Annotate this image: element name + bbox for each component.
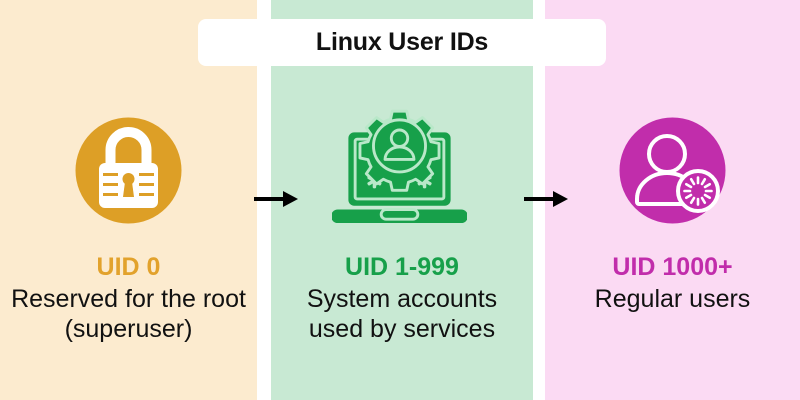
uid-system-description: System accounts used by services	[306, 285, 498, 343]
icon-root-wrapper	[61, 103, 196, 238]
page-title: Linux User IDs	[315, 28, 489, 56]
title-banner: Linux User IDs	[198, 19, 606, 66]
uid-root-description: Reserved for the root (superuser)	[11, 285, 246, 343]
laptop-gear-user-icon	[332, 109, 467, 224]
uid-system-heading: UID 1-999	[345, 253, 459, 281]
arrow-system-to-regular	[523, 188, 569, 210]
icon-system-wrapper	[332, 103, 467, 238]
padlock-icon	[75, 117, 182, 224]
gear-icon	[358, 109, 441, 192]
uid-regular-heading: UID 1000+	[612, 253, 733, 281]
user-settings-icon	[619, 117, 726, 224]
uid-root-heading: UID 0	[96, 253, 161, 281]
arrow-root-to-system	[253, 188, 299, 210]
uid-regular-description: Regular users	[594, 285, 751, 313]
text-block-regular: UID 1000+ Regular users	[545, 252, 800, 314]
text-block-system: UID 1-999 System accounts used by servic…	[271, 252, 533, 344]
text-block-root: UID 0 Reserved for the root (superuser)	[0, 252, 257, 344]
icon-regular-wrapper	[605, 103, 740, 238]
badge-rays	[683, 176, 713, 206]
